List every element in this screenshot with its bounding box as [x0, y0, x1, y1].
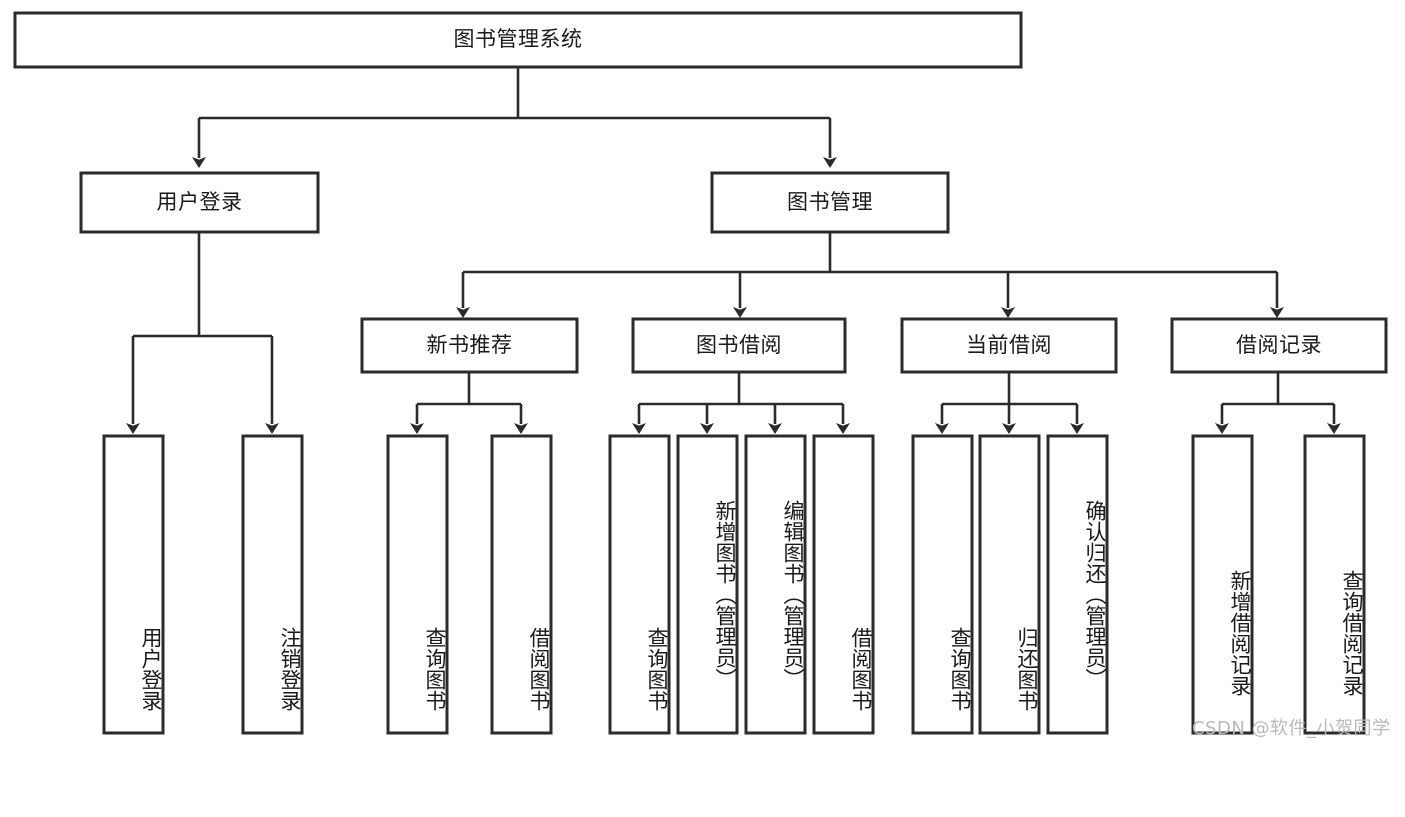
diagram-canvas: 图书管理系统 用户登录 图书管理 新书推荐 图书借阅 当前借阅 借阅记录 用户登…	[13, 11, 1391, 739]
node-leaf-return-book-box[interactable]	[978, 434, 1041, 735]
node-borrow-record-box[interactable]	[1170, 317, 1388, 374]
node-leaf-query-book-3-box[interactable]	[911, 434, 974, 735]
node-book-manage-box[interactable]	[710, 171, 950, 234]
node-leaf-add-borrow-record-box[interactable]	[1191, 434, 1254, 735]
node-leaf-confirm-return-box[interactable]	[1046, 434, 1109, 735]
node-leaf-edit-book-box[interactable]	[744, 434, 807, 735]
node-root-box[interactable]	[13, 11, 1023, 69]
node-current-borrow-box[interactable]	[900, 317, 1118, 374]
node-leaf-user-login-box[interactable]	[102, 434, 165, 735]
node-leaf-borrow-book-2-box[interactable]	[812, 434, 875, 735]
node-leaf-add-book-box[interactable]	[676, 434, 739, 735]
node-leaf-borrow-book-1-box[interactable]	[490, 434, 553, 735]
node-leaf-logout-login-box[interactable]	[241, 434, 304, 735]
node-new-book-recommend-box[interactable]	[360, 317, 579, 374]
node-leaf-query-book-1-box[interactable]	[386, 434, 449, 735]
node-book-borrow-box[interactable]	[631, 317, 847, 374]
tree-graphic	[13, 11, 1388, 735]
node-leaf-query-book-2-box[interactable]	[608, 434, 671, 735]
node-user-login-box[interactable]	[79, 171, 320, 234]
node-leaf-query-borrow-record-box[interactable]	[1303, 434, 1366, 735]
